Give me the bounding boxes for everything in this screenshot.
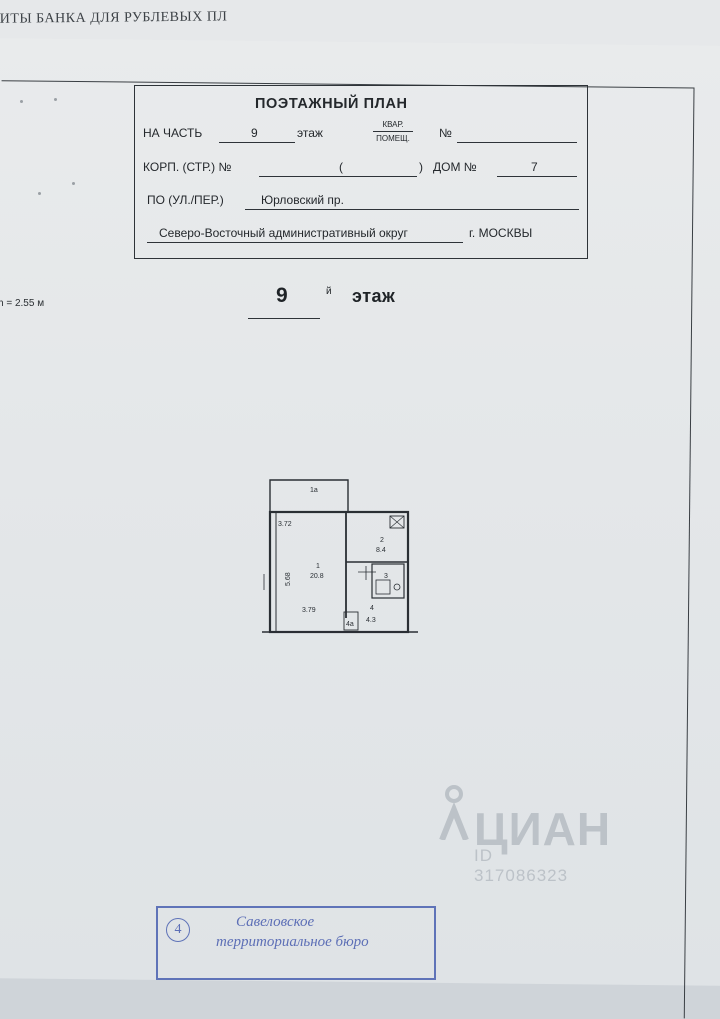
form-title: ПОЭТАЖНЫЙ ПЛАН xyxy=(255,96,408,112)
punch-dot xyxy=(20,100,23,103)
floor-underline xyxy=(248,318,320,319)
paren-close: ) xyxy=(419,160,423,174)
apt-number-underline xyxy=(457,142,577,143)
district-value: Северо-Восточный административный округ xyxy=(159,226,408,240)
street-value: Юрловский пр. xyxy=(261,193,344,207)
outer-wall xyxy=(268,510,410,634)
stamp-line-1: Савеловское xyxy=(236,914,315,930)
room-1-number: 1 xyxy=(316,563,320,570)
apt-type-top: КВАР. xyxy=(382,120,404,129)
bathroom-outline xyxy=(371,563,405,599)
room-2-area: 8.4 xyxy=(376,547,386,554)
room-4-number: 4 xyxy=(370,605,374,612)
room-2-number: 2 xyxy=(380,537,384,544)
floor-word: этаж xyxy=(352,286,396,306)
street-underline xyxy=(245,209,579,210)
house-value: 7 xyxy=(531,160,538,174)
house-underline xyxy=(497,176,577,177)
street-label: ПО (УЛ./ПЕР.) xyxy=(147,193,224,207)
stamp-line-2: территориальное бюро xyxy=(216,934,369,950)
stamp-number: 4 xyxy=(166,918,190,942)
city-label: г. МОСКВЫ xyxy=(469,226,533,240)
punch-dot xyxy=(54,98,57,101)
apt-type-bottom: ПОМЕЩ. xyxy=(376,134,410,143)
location-pin-icon xyxy=(439,785,469,840)
room-1a-label: 1а xyxy=(310,487,318,494)
punch-dot xyxy=(38,192,41,195)
floor-suffix: й xyxy=(326,286,332,297)
house-label: ДОМ № xyxy=(433,160,477,174)
header-form: ПОЭТАЖНЫЙ ПЛАН НА ЧАСТЬ 9 этаж КВАР. ПОМ… xyxy=(134,85,588,259)
room-4-area: 4.3 xyxy=(366,617,376,624)
apt-type-divider xyxy=(373,131,413,132)
floor-label: этаж xyxy=(297,126,323,140)
room-3-number: 3 xyxy=(384,573,388,580)
bureau-stamp: 4 Савеловское территориальное бюро xyxy=(156,906,436,980)
part-underline xyxy=(219,142,295,143)
building-label: КОРП. (СТР.) № xyxy=(143,160,232,174)
watermark-id: ID 317086323 xyxy=(474,846,569,885)
watermark-logo: ЦИАН xyxy=(474,803,612,855)
district-underline xyxy=(147,242,463,243)
punch-dot xyxy=(72,182,75,185)
room-1-area: 20.8 xyxy=(310,573,324,580)
floor-number: 9 xyxy=(276,284,288,307)
building-underline xyxy=(259,176,417,177)
apartment-floor-plan: 1а 3.72 2 8.4 5.68 1 20.8 3 3.79 4 4.3 4… xyxy=(262,479,418,634)
part-value: 9 xyxy=(251,126,258,140)
dimension-bottom: 3.79 xyxy=(302,607,316,614)
room-4a-label: 4а xyxy=(346,621,354,628)
part-label: НА ЧАСТЬ xyxy=(143,126,203,140)
ceiling-height-note: h = 2.55 м xyxy=(0,298,45,309)
apt-number-sign: № xyxy=(439,126,452,140)
underlying-sheet-text: ВИТЫ БАНКА ДЛЯ РУБЛЕВЫХ ПЛ xyxy=(0,9,228,27)
balcony-outline xyxy=(269,479,349,512)
dimension-top: 3.72 xyxy=(278,521,292,528)
paren-open: ( xyxy=(339,160,343,174)
dimension-side: 5.68 xyxy=(285,572,292,586)
